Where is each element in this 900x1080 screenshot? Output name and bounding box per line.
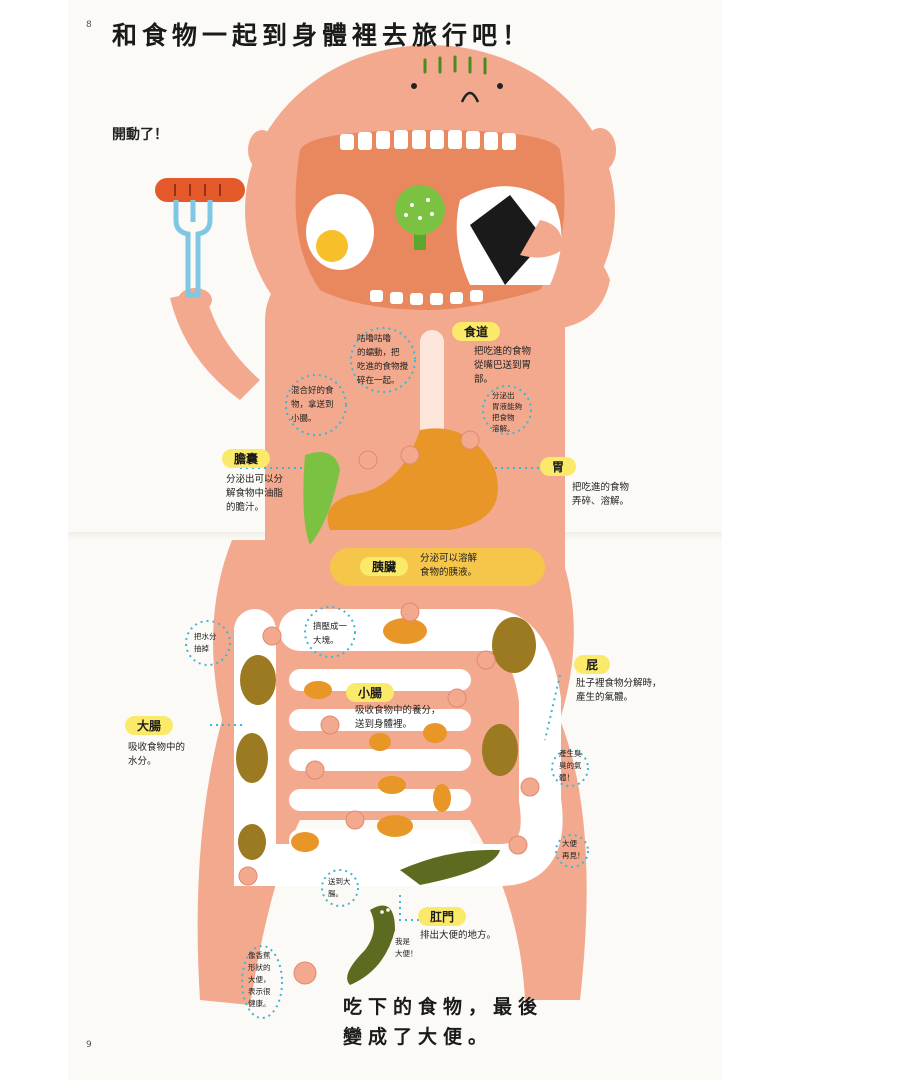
esophagus-desc-1: 把吃進的食物: [474, 346, 532, 357]
stomach: [327, 428, 498, 530]
esophagus: [420, 330, 444, 445]
conclusion: 吃下的食物，最後 變成了大便。: [343, 996, 544, 1048]
stomach-desc-2: 弄碎、溶解。: [572, 496, 630, 507]
food-chunks: [291, 618, 451, 852]
rice-ball: [456, 186, 562, 285]
left-eye: [411, 83, 417, 89]
nose: [460, 91, 480, 103]
esophagus-desc-2: 從嘴巴送到胃: [474, 360, 532, 371]
bubble-churn: 咕嚕咕嚕的蠕動，把吃進的食物攪碎在一起。: [357, 334, 409, 386]
large-intestine-desc-2: 水分。: [128, 756, 157, 767]
teeth: [340, 130, 516, 305]
small-intestine-tube: [289, 669, 471, 851]
bubble-gastric: 分泌出胃液能夠把食物溶解。: [492, 391, 522, 433]
bubble-gas: 產生臭臭的氣體！: [559, 749, 582, 782]
label-anus: 肛門: [418, 907, 467, 926]
label-stomach: 胃: [540, 457, 577, 476]
right-eye: [497, 83, 503, 89]
intro-text: 開動了！: [112, 127, 168, 143]
gallbladder-desc-1: 分泌出可以分: [226, 474, 284, 485]
broccoli: [395, 185, 445, 250]
stool-chunks: [236, 617, 536, 860]
hair: [423, 55, 487, 75]
label-pancreas: 胰臟: [360, 557, 409, 576]
bubble-mixed: 混合好的食物，拿送到小腸。: [291, 386, 334, 424]
label-esophagus: 食道: [452, 322, 501, 341]
page-number-top: 8: [86, 20, 92, 30]
small-intestine-desc-1: 吸收食物中的養分，: [355, 705, 441, 716]
page-title: 和食物一起到身體裡去旅行吧！: [112, 21, 533, 50]
gallbladder-organ: [303, 452, 340, 545]
stomach-desc-1: 把吃進的食物: [572, 482, 630, 493]
label-large-intestine: 大腸: [125, 716, 174, 735]
bubble-squeeze: 擠壓成一大塊。: [313, 622, 348, 646]
fried-egg: [306, 194, 374, 270]
label-small-intestine: 小腸: [346, 683, 395, 702]
fork-with-sausage: [155, 178, 245, 298]
page-number-bottom: 9: [86, 1040, 92, 1050]
fart-desc-2: 產生的氣體。: [576, 692, 634, 703]
esophagus-desc-3: 部。: [474, 374, 494, 385]
bubble-to-large: 送到大腸。: [328, 877, 351, 898]
pancreas-desc-2: 食物的胰液。: [420, 567, 478, 578]
bubble-poop-bye: 大便再見！: [562, 839, 585, 860]
hand: [520, 220, 563, 258]
bubble-water: 把水分抽掉: [194, 632, 217, 653]
dotted-connectors: [185, 327, 589, 1019]
bubble-im-poop: 我是大便！: [395, 937, 418, 958]
small-intestine-desc-2: 送到身體裡。: [355, 719, 413, 730]
large-intestine-desc-1: 吸收食物中的: [128, 742, 186, 753]
label-gallbladder: 膽囊: [222, 449, 271, 468]
anus-desc-1: 排出大便的地方。: [420, 930, 497, 941]
label-fart: 屁: [574, 655, 611, 674]
gallbladder-desc-2: 解食物中油脂: [226, 488, 284, 499]
poop-character: [347, 905, 395, 985]
gallbladder-desc-3: 的膽汁。: [226, 502, 265, 513]
worker-figures: [238, 430, 540, 985]
poop-in-intestine: [400, 849, 500, 885]
bubble-banana: 像香蕉形狀的大便，表示很健康。: [248, 951, 271, 1008]
fart-desc-1: 肚子裡食物分解時，: [576, 678, 662, 689]
pancreas-desc-1: 分泌可以溶解: [420, 553, 478, 564]
